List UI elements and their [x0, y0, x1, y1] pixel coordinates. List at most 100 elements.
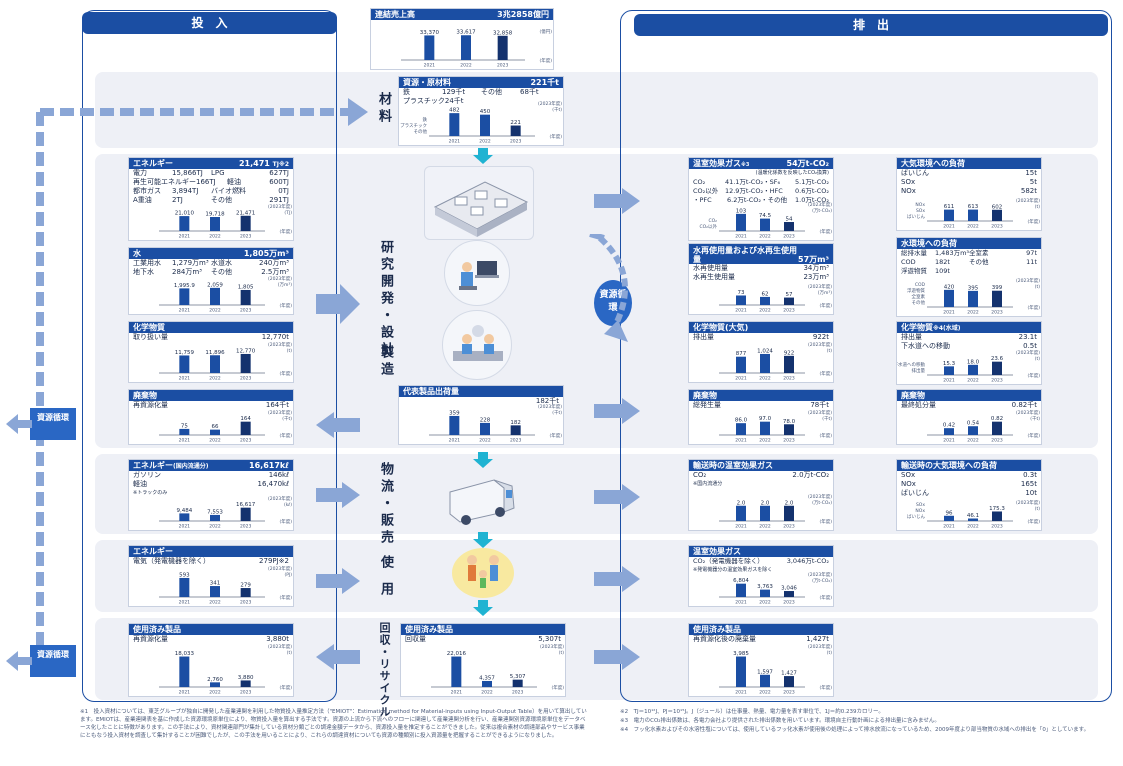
chart-value-label: 164: [240, 416, 251, 422]
chart-bar: [480, 114, 490, 136]
ghg-row-label: ・SF₆: [763, 178, 781, 186]
chart-year-label: 2023: [240, 600, 252, 606]
chem-row-label: 取り扱い量: [133, 333, 168, 341]
chart-value-label: 46.1: [967, 513, 979, 519]
stage-materials: 材料: [376, 92, 391, 126]
chart-bar: [210, 586, 220, 597]
chart-bar: [179, 577, 190, 597]
water-row-value: 284万m³: [172, 268, 202, 276]
circulation-arrow-icon: [589, 234, 628, 342]
chart-value-label: 6,804: [733, 578, 749, 584]
ghg-row-value: 41.1万t-CO₂: [724, 178, 764, 186]
footnote-4: ※4 フッ化水素およびその水溶性塩については、使用しているフッ化水素が使用後の処…: [620, 727, 1090, 733]
chart-value-label: 593: [179, 572, 190, 578]
output-flow-arrow-3: [594, 484, 640, 510]
ghg-chart: (2023年度)(万t-CO₂)(年度)103202174.5202254202…: [700, 201, 833, 240]
chart-fy-label: (2023年度): [268, 275, 292, 282]
used-output-chart: (2023年度)(t)(年度)3,98520211,59720221,42720…: [719, 643, 832, 696]
chart-unit-label: (万t-CO₂): [812, 208, 832, 214]
energy-row-value: 166TJ: [196, 178, 216, 186]
water-env-row-value: 109t: [935, 267, 950, 275]
truck-illustration: [444, 470, 520, 528]
chart-bar: [240, 353, 251, 373]
chart-year-word: (年度): [279, 228, 292, 235]
chart-year-word: (年度): [279, 432, 292, 439]
energy-input-chart: (2023年度)(TJ)(年度)21,010202119,718202221,4…: [159, 203, 292, 240]
chart-value-label: 2.0: [785, 500, 794, 506]
chart-year-label: 2021: [943, 438, 955, 444]
energy-logistics-note: ※トラックのみ: [133, 490, 168, 496]
water-env-row-label: 総排水量: [901, 249, 927, 257]
manufacturing-illustration: [442, 310, 512, 380]
input-flow-arrow-2: [316, 482, 360, 508]
energy-use-card: エネルギー 電気（発電機器を除く）279PJ※2 (2023年度)(PJ)(年度…: [128, 545, 294, 607]
chart-year-label: 2021: [735, 690, 747, 696]
energy-row-label: 再生可能エネルギー: [133, 178, 196, 186]
chart-year-label: 2021: [179, 690, 191, 696]
chart-value-label: 395: [968, 285, 979, 291]
chart-year-label: 2023: [991, 438, 1003, 444]
air-logistics-title: 輸送時の大気環境への負荷: [901, 461, 997, 470]
chart-value-label: 482: [449, 108, 460, 114]
collect-chart: (2023年度)(t)(年度)22,01620214,35720225,3072…: [431, 643, 564, 696]
chart-value-label: 73: [738, 290, 745, 296]
chem-input-title: 化学物質: [133, 323, 165, 332]
resource-circulation-badge: 資源循環: [594, 280, 632, 326]
used-input-row-label: 再資源化量: [133, 635, 168, 643]
chart-year-label: 2023: [991, 524, 1003, 530]
chart-fy-label: (2023年度): [268, 643, 292, 650]
air-title: 大気環境への負荷: [901, 159, 965, 168]
chart-value-label: 175.3: [989, 506, 1005, 512]
family-icon: [467, 555, 499, 588]
chart-unit-label: (t): [827, 348, 833, 354]
chart-stack-label: CO₂: [709, 218, 718, 224]
chem-row-value: 12,770t: [261, 333, 289, 341]
chart-year-word: (年度): [1027, 304, 1040, 311]
chart-year-word: (年度): [279, 518, 292, 525]
chart-year-label: 2022: [967, 524, 979, 530]
chart-value-label: 0.42: [943, 423, 955, 429]
chart-year-word: (年度): [819, 228, 832, 235]
chart-value-label: 877: [736, 351, 747, 357]
chem-input-chart: (2023年度)(t)(年度)11,759202111,896202212,77…: [159, 341, 292, 382]
factory-icon: [433, 181, 529, 237]
chart-year-label: 2021: [735, 524, 747, 530]
research-illustration: [444, 240, 510, 306]
chart-value-label: 4,357: [479, 675, 495, 681]
products-total: 182千t: [535, 397, 559, 405]
chart-stack-label: NOx: [915, 202, 925, 208]
chart-stack-label: NOx: [915, 508, 925, 514]
chart-year-word: (年度): [819, 302, 832, 309]
input-flow-arrow-3: [316, 568, 360, 594]
chart-value-label: 22,016: [447, 651, 467, 657]
chart-bar: [736, 583, 746, 597]
ghg-use-row-value: 3,046万t-CO₂: [786, 557, 829, 565]
energy-row-value: 627TJ: [269, 169, 289, 177]
chart-year-label: 2023: [783, 600, 795, 606]
chart-year-label: 2023: [497, 63, 509, 69]
chart-bar: [992, 361, 1002, 375]
chem-water-title: 化学物質: [901, 323, 933, 332]
energy-row-value: 2TJ: [172, 196, 183, 204]
chart-fy-label: (2023年度): [808, 571, 832, 578]
chart-year-label: 2021: [179, 376, 191, 382]
chart-fy-label: (2023年度): [1016, 409, 1040, 416]
energy-row-value: 291TJ: [269, 196, 289, 204]
flow-arrow-down-1: [473, 148, 493, 164]
water-output-row-label: 水再生使用量: [693, 273, 735, 281]
chart-bar: [179, 288, 190, 305]
energy-logistics-row-value: 16,470kℓ: [257, 480, 289, 488]
chart-year-label: 2023: [783, 308, 795, 314]
waste-input-title: 廃棄物: [133, 391, 157, 400]
stage-recycle: 回収・リサイクル: [378, 622, 391, 718]
chart-year-word: (年度): [539, 57, 552, 64]
chart-bar: [992, 209, 1002, 221]
water-input-title: 水: [133, 249, 141, 258]
chart-bar: [784, 505, 794, 521]
chart-year-word: (年度): [1027, 432, 1040, 439]
chart-stack-label: その他: [414, 128, 428, 135]
